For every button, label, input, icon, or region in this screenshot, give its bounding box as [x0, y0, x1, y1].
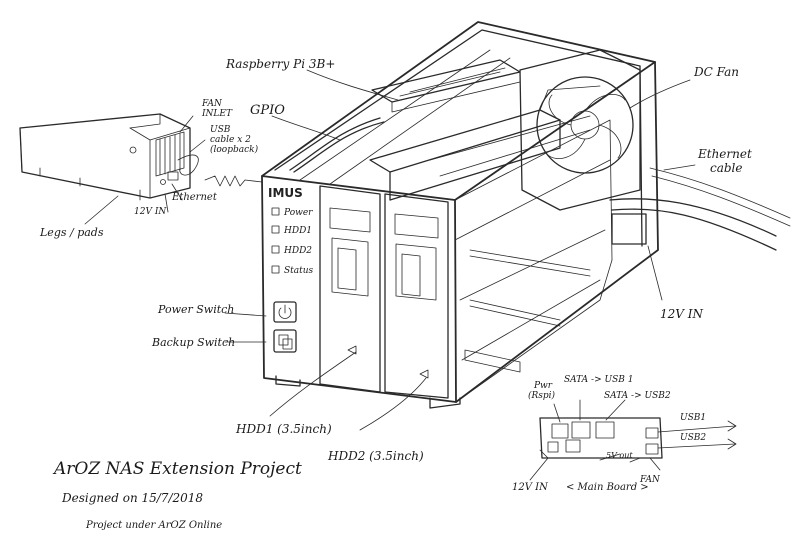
label-raspberry-pi: Raspberry Pi 3B+	[225, 57, 335, 71]
label-usb-cable: USB cable x 2 (loopback)	[210, 125, 259, 155]
indicator-label-status: Status	[284, 266, 314, 276]
main-leader-lines	[224, 69, 696, 431]
power-switch-drawing	[273, 301, 297, 323]
mb-label-5v-out: 5V out	[606, 451, 633, 460]
fan-inlet-grille	[155, 131, 185, 177]
mb-label-sata-usb2: SATA -> USB2	[604, 391, 671, 401]
label-backup-switch: Backup Switch	[151, 336, 235, 349]
label-12v-in-main: 12V IN	[660, 307, 703, 321]
label-fan-inlet: FAN INLET	[201, 99, 233, 119]
label-legs-pads: Legs / pads	[39, 226, 104, 239]
indicator-label-hdd1: HDD1	[283, 226, 312, 236]
indicator-label-hdd2: HDD2	[283, 246, 312, 256]
hdd2-bay-drawing	[384, 193, 449, 399]
mb-label-fan: FAN	[639, 475, 661, 485]
label-ethernet-cable-line1: Ethernet	[697, 147, 752, 161]
hdd1-bay-drawing	[319, 185, 381, 393]
label-power-switch: Power Switch	[157, 303, 234, 316]
main-enclosure-drawing	[261, 21, 791, 409]
label-hdd1: HDD1 (3.5inch)	[235, 422, 332, 436]
rear-leader-lines	[84, 115, 206, 225]
label-hdd2: HDD2 (3.5inch)	[327, 449, 424, 463]
page-title: ArOZ NAS Extension Project	[52, 459, 302, 479]
label-gpio: GPIO	[250, 103, 285, 118]
rear-view-drawing	[19, 113, 263, 201]
mb-label-usb2: USB2	[680, 433, 706, 443]
indicator-leds	[271, 207, 280, 274]
label-ethernet-cable: Ethernet cable	[697, 147, 756, 175]
backup-switch-drawing	[273, 329, 297, 353]
mb-label-pwr: Pwr (Rspi)	[528, 381, 556, 401]
label-dc-fan: DC Fan	[693, 65, 739, 79]
mb-label-12v-in: 12V IN	[512, 482, 549, 493]
mainboard-drawing	[529, 399, 737, 481]
dc-fan-drawing	[519, 49, 641, 211]
designed-on: Designed on 15/7/2018	[61, 491, 203, 505]
label-ethernet-cable-line2: cable	[710, 161, 743, 175]
front-brand: IMUS	[268, 186, 303, 200]
mb-label-usb1: USB1	[680, 413, 706, 423]
mb-label-caption: < Main Board >	[566, 482, 649, 493]
labels: Raspberry Pi 3B+ GPIO DC Fan Ethernet ca…	[39, 57, 756, 531]
project-under: Project under ArOZ Online	[85, 520, 222, 531]
indicator-label-power: Power	[283, 208, 313, 218]
label-rear-12v: 12V IN	[134, 207, 167, 217]
label-ethernet-rear: Ethernet	[171, 192, 218, 203]
mb-label-sata-usb1: SATA -> USB 1	[564, 375, 633, 385]
